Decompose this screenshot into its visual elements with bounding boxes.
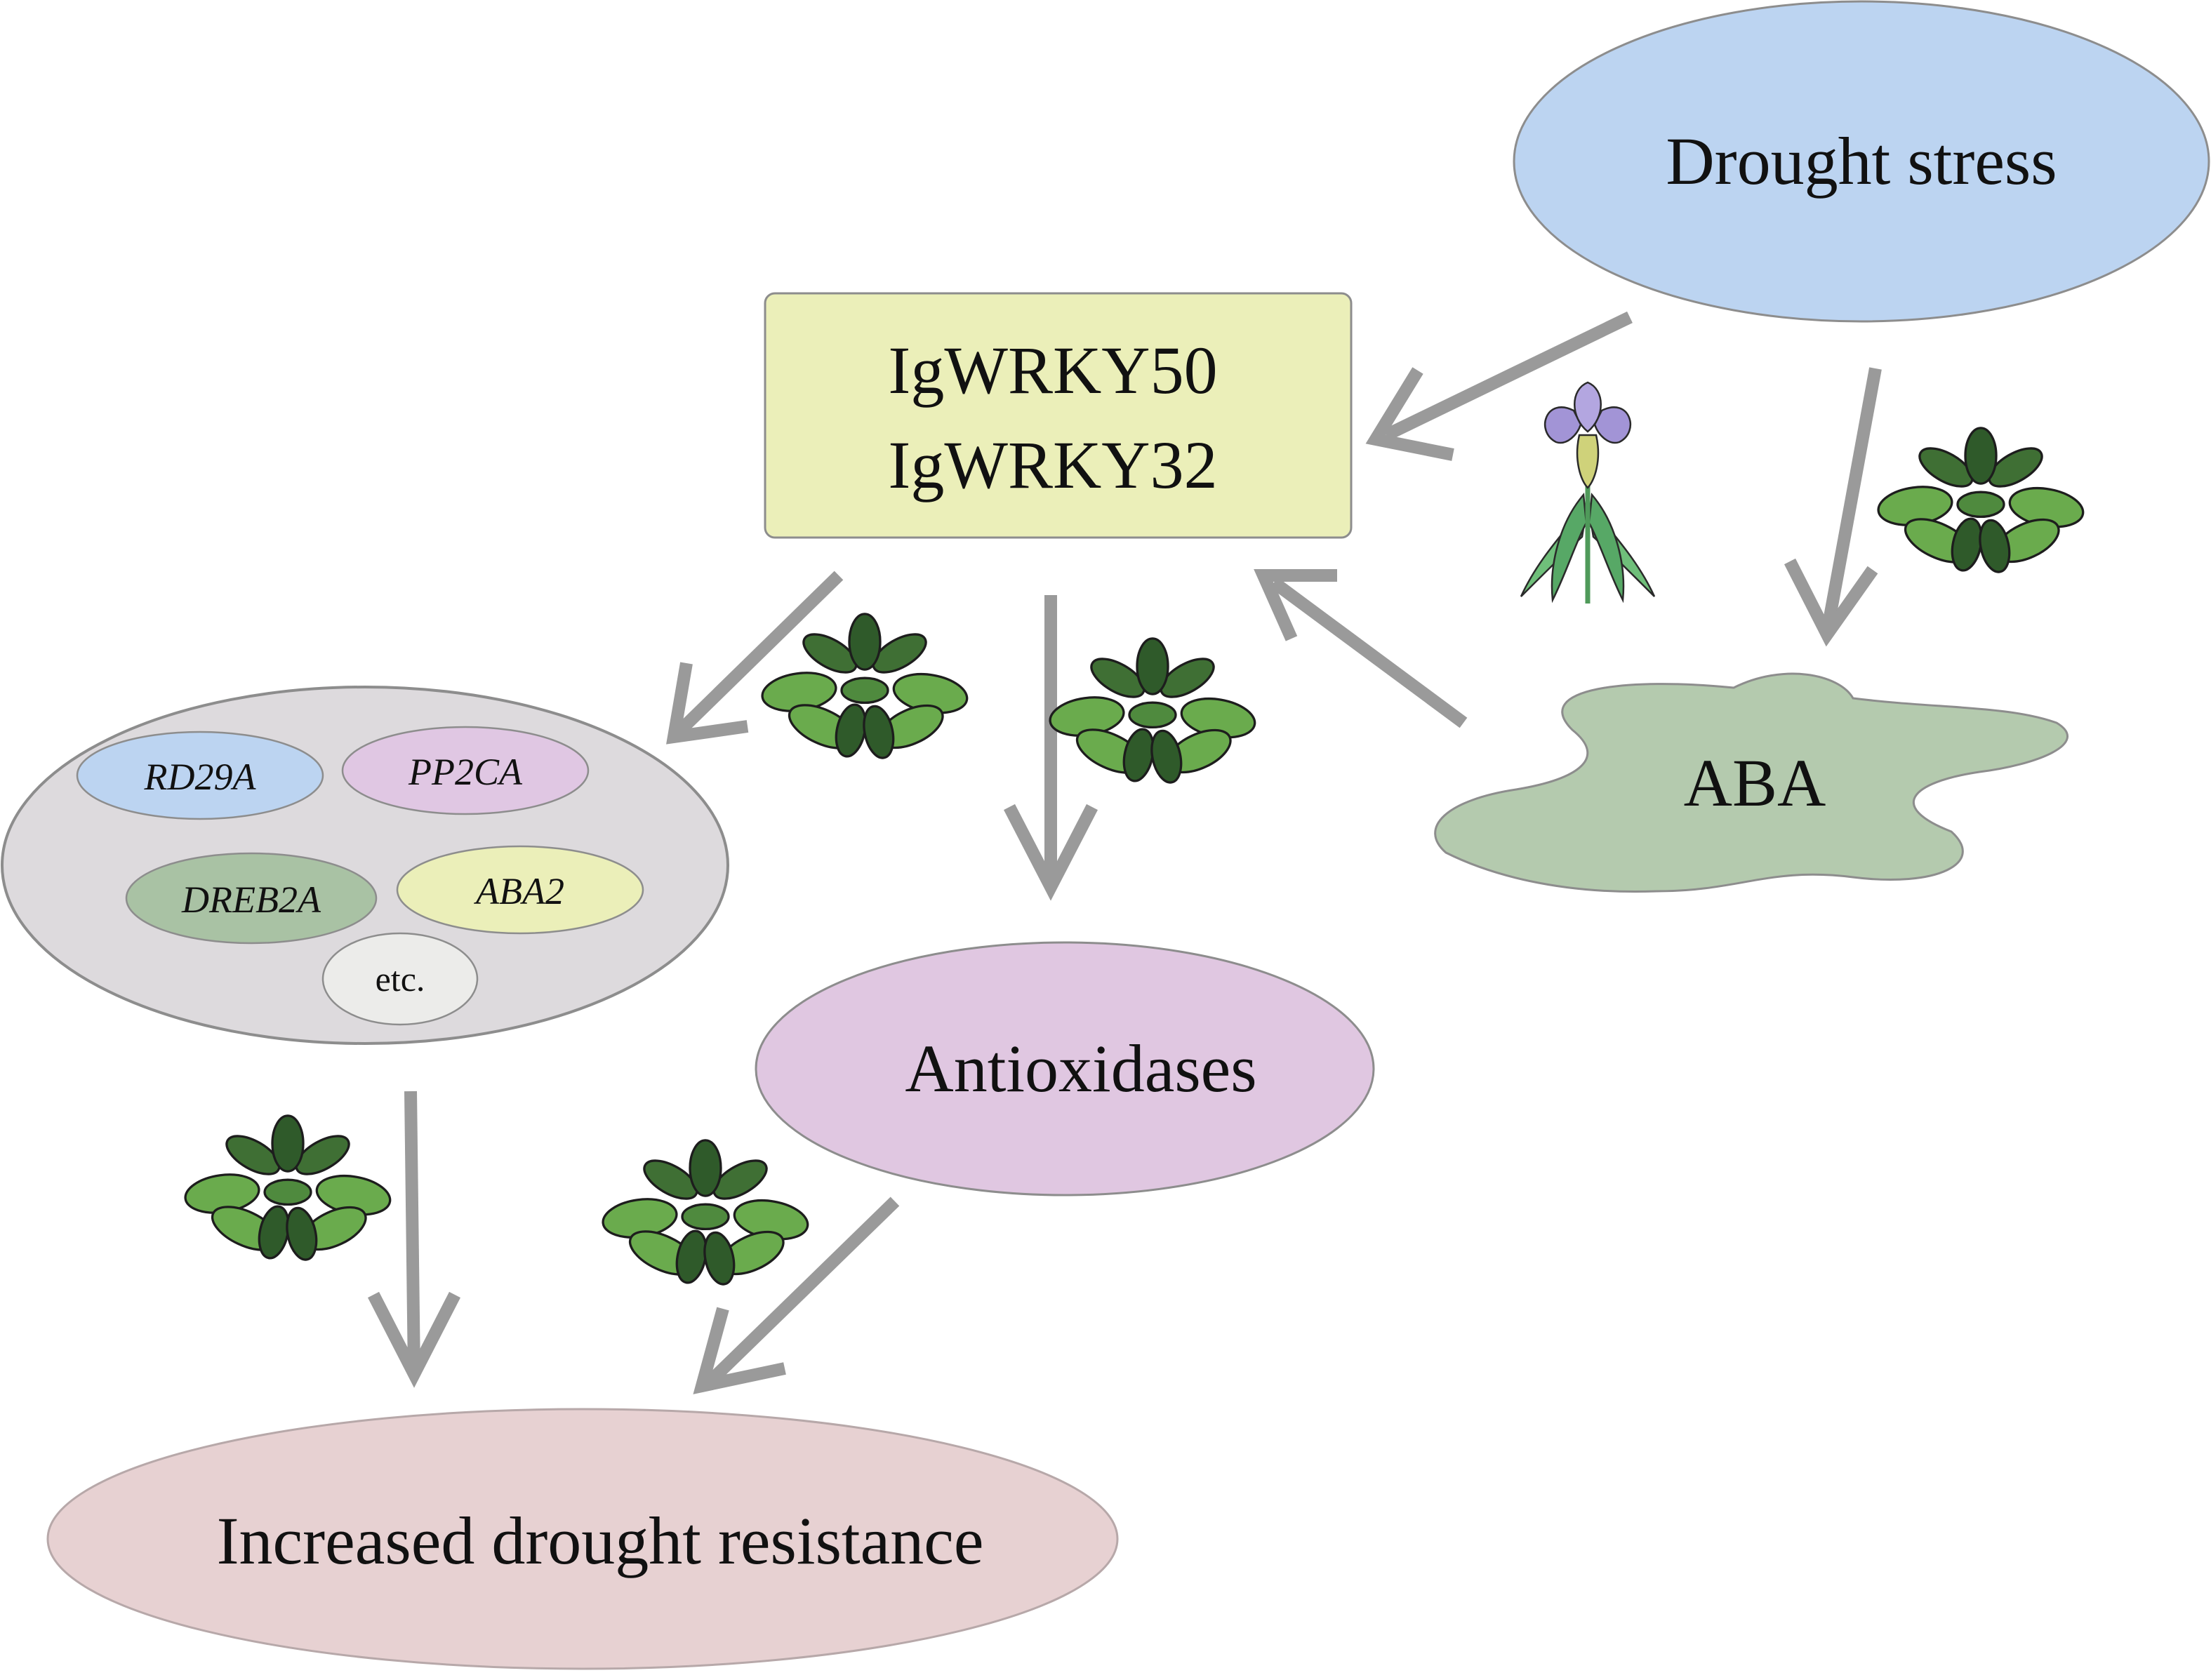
arrow-wrky-to-antioxidases: [1004, 595, 1098, 901]
gene-rd29a: RD29A: [76, 731, 324, 820]
gene-pp2ca-label: PP2CA: [408, 751, 523, 793]
arabidopsis-rosette-icon: [181, 1114, 394, 1264]
gene-rd29a-label: RD29A: [144, 756, 257, 798]
arrow-genes-to-resistance: [367, 1091, 461, 1388]
antioxidases-label: Antioxidases: [905, 1031, 1256, 1106]
resistance-node: Increased drought resistance: [46, 1408, 1119, 1670]
iris-flower-icon: [1521, 382, 1654, 604]
arabidopsis-rosette-icon: [599, 1139, 812, 1288]
gene-etc: etc.: [321, 932, 479, 1026]
arrow-drought-to-aba: [1784, 367, 1882, 647]
antioxidases-node: Antioxidases: [755, 941, 1375, 1196]
gene-etc-label: etc.: [376, 959, 425, 999]
gene-aba2: ABA2: [396, 845, 644, 935]
arrow-antioxidases-to-resistance: [693, 1196, 900, 1394]
gene-dreb2a: DREB2A: [125, 852, 378, 945]
gene-aba2-label: ABA2: [474, 870, 564, 912]
resistance-label: Increased drought resistance: [217, 1503, 984, 1578]
wrky50-label: IgWRKY50: [888, 333, 1217, 408]
gene-pp2ca: PP2CA: [341, 726, 590, 815]
arabidopsis-rosette-icon: [758, 613, 971, 762]
aba-label: ABA: [1684, 745, 1826, 820]
arrow-aba-to-wrky: [1254, 569, 1468, 728]
arrow-wrky-to-genes: [666, 571, 844, 745]
drought-stress-label: Drought stress: [1666, 124, 2057, 199]
arrow-drought-to-wrky: [1365, 311, 1633, 461]
wrky-node: IgWRKY50 IgWRKY32: [764, 292, 1353, 539]
gene-dreb2a-label: DREB2A: [181, 879, 321, 921]
arabidopsis-rosette-icon: [1874, 427, 2087, 576]
arabidopsis-rosette-icon: [1046, 637, 1259, 787]
drought-stress-node: Drought stress: [1513, 0, 2210, 323]
wrky32-label: IgWRKY32: [888, 427, 1217, 502]
aba-node: ABA: [1434, 672, 2069, 893]
gene-cluster-node: RD29A PP2CA DREB2A ABA2 etc.: [1, 686, 729, 1045]
